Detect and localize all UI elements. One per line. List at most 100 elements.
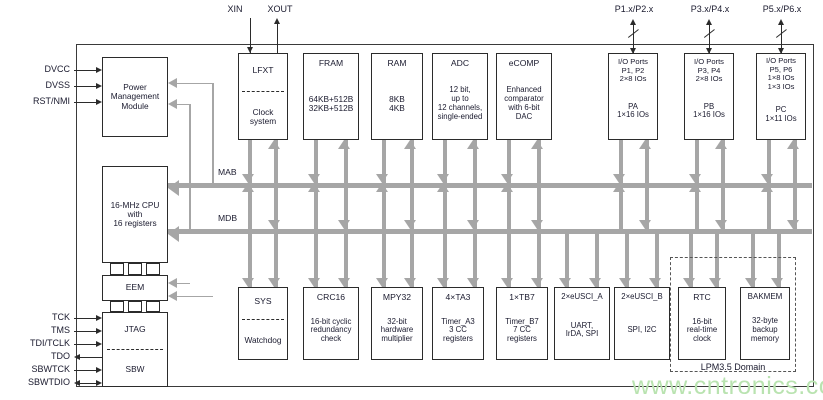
fram-mdb-arrow-down-icon xyxy=(337,220,350,229)
ta3-body-2: 3 CC xyxy=(449,325,467,335)
rstnmi-line xyxy=(74,102,100,104)
rtc-title: RTC xyxy=(693,292,711,302)
bus-mab-label: MAB xyxy=(218,167,237,177)
cpu-mab-arrow-icon xyxy=(168,180,179,196)
io3-line xyxy=(781,22,783,54)
tck-line xyxy=(74,318,100,320)
tb7-mdb-stub-b xyxy=(537,229,541,287)
xin-arrow-icon xyxy=(246,47,253,53)
pin-label-p5p6: P5.x/P6.x xyxy=(762,4,802,14)
tditclk-arrow-icon xyxy=(96,340,102,347)
module-timer-a3[interactable]: 4×TA3 Timer_A3 3 CC registers xyxy=(432,287,484,360)
io1-title-3: 2×8 IOs xyxy=(619,74,647,83)
pa-mdb-stub-b xyxy=(645,183,649,229)
pmm-feedback-arrow-2-icon xyxy=(168,99,177,109)
module-rtc[interactable]: RTC 16-bit real-time clock xyxy=(678,287,726,360)
tdo-arrow-icon xyxy=(74,353,80,360)
bakmem-body-3: memory xyxy=(750,333,780,343)
pa-mab-stub-b xyxy=(645,140,649,183)
fram-body-2: 32KB+512B xyxy=(308,102,354,113)
module-ecomp[interactable]: eCOMP Enhanced comparator with 6-bit DAC xyxy=(496,53,552,140)
adc-title: ADC xyxy=(450,58,470,68)
fram-mdb-arrow-up-icon xyxy=(307,183,320,192)
io1-title-1: I/O Ports xyxy=(618,57,648,66)
module-fram[interactable]: FRAM 64KB+512B 32KB+512B xyxy=(303,53,359,140)
pa-mab-arrow-down-icon xyxy=(612,174,625,183)
module-bakmem[interactable]: BAKMEM 32-byte backup memory xyxy=(740,287,790,360)
module-io-ports-pc[interactable]: I/O Ports P5, P6 1×8 IOs 1×3 IOs PC 1×11… xyxy=(756,53,806,140)
dvss-arrow-icon xyxy=(96,82,102,89)
adc-mab-stub-b xyxy=(473,140,477,183)
rtc-mdb-arrow-down-icon xyxy=(682,278,695,287)
pin-label-p3p4: P3.x/P4.x xyxy=(690,4,730,14)
ram-mab-stub-b xyxy=(410,140,414,183)
ecomp-body-3: with 6-bit xyxy=(508,102,540,112)
lfxt-mab-arrow-up-icon xyxy=(267,140,280,149)
pb-mdb-stub-b xyxy=(721,183,725,229)
module-cpu[interactable]: 16-MHz CPU with 16 registers xyxy=(102,166,168,263)
usci-b-mdb-arrow-down-2-icon xyxy=(648,278,661,287)
crc-mdb-arrow-down-icon xyxy=(307,278,320,287)
fram-mab-arrow-down-icon xyxy=(307,174,320,183)
dvcc-line xyxy=(74,70,100,72)
mpy-title: MPY32 xyxy=(382,292,412,302)
pin-label-sbwtdio: SBWTDIO xyxy=(28,377,70,387)
eem-jtag-connector-1 xyxy=(110,301,124,312)
usci-a-title: 2×eUSCI_A xyxy=(561,292,603,301)
rstnmi-arrow-icon xyxy=(96,98,102,105)
usci-a-body-1: UART, xyxy=(570,320,594,330)
usci-b-mdb-stub-a xyxy=(625,229,629,287)
sys-mdb-stub-a xyxy=(248,229,252,287)
module-io-ports-pb[interactable]: I/O Ports P3, P4 2×8 IOs PB 1×16 IOs xyxy=(684,53,734,140)
module-power-management[interactable]: Power Management Module xyxy=(102,57,168,137)
lfxt-divider xyxy=(242,91,284,92)
module-mpy32[interactable]: MPY32 32-bit hardware multiplier xyxy=(371,287,423,360)
module-eusci-b[interactable]: 2×eUSCI_B SPI, I2C xyxy=(614,287,670,360)
crc-mdb-arrow-down-2-icon xyxy=(337,278,350,287)
adc-mab-arrow-up-icon xyxy=(466,140,479,149)
ecomp-body-4: DAC xyxy=(515,111,533,121)
crc-mdb-stub-b xyxy=(344,229,348,287)
adc-mab-stub-a xyxy=(443,140,447,183)
rtc-body-3: clock xyxy=(693,334,711,344)
ecomp-body-2: comparator xyxy=(504,94,544,104)
io2-body-1: PB xyxy=(703,101,715,111)
pc-mab-stub-a xyxy=(767,140,771,183)
lfxt-mdb-arrow-up-icon xyxy=(241,183,254,192)
usci-a-mdb-stub-a xyxy=(565,229,569,287)
module-adc[interactable]: ADC 12 bit, up to 12 channels, single-en… xyxy=(432,53,488,140)
ram-mdb-arrow-down-icon xyxy=(403,220,416,229)
lfxt-title: LFXT xyxy=(252,65,274,76)
ecomp-mdb-stub-b xyxy=(537,183,541,229)
module-lfxt[interactable]: LFXT Clock system xyxy=(238,53,288,140)
io2-title-3: 2×8 IOs xyxy=(695,74,723,83)
bakmem-body-1: 32-byte xyxy=(751,316,778,326)
crc-body-2: redundancy xyxy=(310,325,352,335)
fram-mab-arrow-up-icon xyxy=(337,140,350,149)
ta3-mdb-arrow-down-icon xyxy=(436,278,449,287)
lfxt-mab-arrow-down-icon xyxy=(241,174,254,183)
pc-mab-stub-b xyxy=(793,140,797,183)
sbwtdio-line xyxy=(80,383,98,385)
crc-body-1: 16-bit cyclic xyxy=(310,316,352,326)
io3-title-1: I/O Ports xyxy=(766,56,796,65)
cpu-line-2: with xyxy=(127,208,143,219)
module-jtag[interactable]: JTAG SBW xyxy=(102,312,168,387)
usci-a-mdb-stub-b xyxy=(595,229,599,287)
module-crc16[interactable]: CRC16 16-bit cyclic redundancy check xyxy=(303,287,359,360)
pin-label-tck: TCK xyxy=(52,312,70,322)
module-sys[interactable]: SYS Watchdog xyxy=(238,287,288,360)
module-timer-b7[interactable]: 1×TB7 Timer_B7 7 CC registers xyxy=(496,287,548,360)
tb7-mdb-stub-a xyxy=(507,229,511,287)
module-eusci-a[interactable]: 2×eUSCI_A UART, IrDA, SPI xyxy=(554,287,610,360)
module-ram[interactable]: RAM 8KB 4KB xyxy=(371,53,423,140)
mpy-mdb-stub-a xyxy=(382,229,386,287)
io1-arrow-down-icon xyxy=(629,48,636,54)
module-eem[interactable]: EEM xyxy=(102,275,168,301)
rtc-body-1: 16-bit xyxy=(692,316,712,326)
bakmem-title: BAKMEM xyxy=(747,292,783,301)
pc-mdb-stub-a xyxy=(767,183,771,229)
module-io-ports-pa[interactable]: I/O Ports P1, P2 2×8 IOs PA 1×16 IOs xyxy=(608,53,658,140)
adc-mab-arrow-down-icon xyxy=(436,174,449,183)
pb-mab-arrow-down-icon xyxy=(688,174,701,183)
